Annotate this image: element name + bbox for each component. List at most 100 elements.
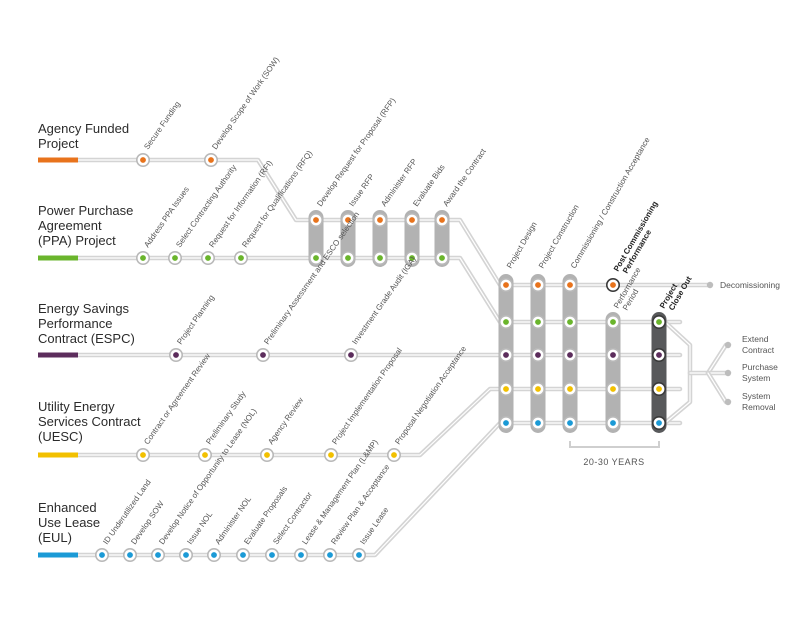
project-title-espc: Performance bbox=[38, 316, 112, 331]
stop-dot-eul-6 bbox=[240, 552, 246, 558]
stop-dot-ppa-3 bbox=[205, 255, 211, 261]
decommissioning-dot bbox=[706, 281, 714, 289]
performance-period-pill bbox=[605, 312, 621, 433]
end-option-label-3-a: System bbox=[742, 391, 770, 401]
end-option-dot-3 bbox=[724, 398, 732, 406]
project-bar-eul bbox=[38, 552, 78, 558]
track-end-a-inner bbox=[707, 344, 727, 374]
implementation-label-1: Project Design bbox=[505, 220, 539, 270]
stop-label-uesc-3: Agency Review bbox=[266, 396, 305, 447]
stop-label-agency-1: Secure Funding bbox=[142, 100, 182, 151]
stop-label-eul-10: Issue Lease bbox=[358, 505, 390, 546]
perf-dot-espc bbox=[610, 352, 616, 358]
stop-dot-eul-2 bbox=[127, 552, 133, 558]
close-out-pill bbox=[651, 312, 667, 433]
procurement-dot-agency-2 bbox=[345, 217, 351, 223]
end-option-dot-2 bbox=[724, 369, 732, 377]
years-bracket bbox=[569, 441, 660, 448]
stop-label-agency-2: Develop Scope of Work (SOW) bbox=[210, 55, 281, 151]
stop-dot-espc-1 bbox=[173, 352, 179, 358]
decommissioning-label: Decomissioning bbox=[720, 280, 780, 290]
stop-dot-eul-4 bbox=[183, 552, 189, 558]
impl-dot-espc-2 bbox=[535, 352, 541, 358]
project-bar-ppa bbox=[38, 255, 78, 261]
stop-dot-uesc-1 bbox=[140, 452, 146, 458]
stop-dot-eul-3 bbox=[155, 552, 161, 558]
impl-dot-agency-3 bbox=[567, 282, 573, 288]
end-option-dot-1 bbox=[724, 341, 732, 349]
end-option-label-3-b: Removal bbox=[742, 402, 776, 412]
impl-dot-uesc-3 bbox=[567, 386, 573, 392]
stop-dot-uesc-5 bbox=[391, 452, 397, 458]
procurement-dot-ppa-3 bbox=[377, 255, 383, 261]
procurement-dot-ppa-2 bbox=[345, 255, 351, 261]
procurement-label-5: Award the Contract bbox=[441, 146, 488, 208]
impl-dot-eul-3 bbox=[567, 420, 573, 426]
project-title-espc: Contract (ESPC) bbox=[38, 331, 135, 346]
track-eul-inner bbox=[77, 422, 681, 556]
project-title-espc: Energy Savings bbox=[38, 301, 130, 316]
end-option-label-1-a: Extend bbox=[742, 334, 769, 344]
project-bar-uesc bbox=[38, 452, 78, 458]
project-title-agency: Agency Funded bbox=[38, 121, 129, 136]
stop-dot-uesc-4 bbox=[328, 452, 334, 458]
impl-dot-espc-3 bbox=[567, 352, 573, 358]
procurement-dot-agency-3 bbox=[377, 217, 383, 223]
perf-dot-ppa bbox=[610, 319, 616, 325]
impl-dot-uesc-2 bbox=[535, 386, 541, 392]
stop-label-uesc-5: Proposal Negotiation Acceptance bbox=[393, 344, 468, 446]
stop-dot-agency-1 bbox=[140, 157, 146, 163]
stop-dot-espc-3 bbox=[348, 352, 354, 358]
stop-dot-eul-8 bbox=[298, 552, 304, 558]
project-bar-agency bbox=[38, 157, 78, 163]
procurement-label-2: Issue RFP bbox=[347, 172, 376, 208]
track-uesc-inner bbox=[77, 388, 681, 456]
project-title-uesc: (UESC) bbox=[38, 429, 83, 444]
close-dot-ppa bbox=[656, 319, 662, 325]
track-end-c-inner bbox=[707, 372, 727, 403]
impl-dot-ppa-1 bbox=[503, 319, 509, 325]
stop-dot-eul-7 bbox=[269, 552, 275, 558]
stop-label-ppa-2: Select Contracting Authority bbox=[174, 163, 238, 249]
impl-dot-ppa-3 bbox=[567, 319, 573, 325]
post-commissioning-dot bbox=[610, 282, 616, 288]
stop-label-espc-1: Project Planning bbox=[175, 293, 216, 346]
stop-dot-eul-10 bbox=[356, 552, 362, 558]
stop-dot-ppa-2 bbox=[172, 255, 178, 261]
project-title-eul: Enhanced bbox=[38, 500, 97, 515]
end-option-label-2-b: System bbox=[742, 373, 770, 383]
project-title-eul: Use Lease bbox=[38, 515, 100, 530]
project-title-ppa: Power Purchase bbox=[38, 203, 133, 218]
close-dot-uesc bbox=[656, 386, 662, 392]
project-title-eul: (EUL) bbox=[38, 530, 72, 545]
stop-dot-eul-1 bbox=[99, 552, 105, 558]
end-option-label-2-a: Purchase bbox=[742, 362, 778, 372]
stop-dot-agency-2 bbox=[208, 157, 214, 163]
impl-dot-eul-1 bbox=[503, 420, 509, 426]
stop-dot-espc-2 bbox=[260, 352, 266, 358]
perf-dot-eul bbox=[610, 420, 616, 426]
procurement-dot-agency-4 bbox=[409, 217, 415, 223]
impl-dot-agency-1 bbox=[503, 282, 509, 288]
track-ppa-inner bbox=[77, 257, 681, 323]
stop-dot-eul-9 bbox=[327, 552, 333, 558]
stop-label-ppa-3: Request for Information (RFI) bbox=[207, 158, 274, 249]
procurement-dot-ppa-4 bbox=[409, 255, 415, 261]
stop-label-eul-4: Issue NOL bbox=[185, 510, 214, 547]
procurement-dot-ppa-1 bbox=[313, 255, 319, 261]
stop-dot-uesc-3 bbox=[264, 452, 270, 458]
close-dot-eul bbox=[656, 420, 662, 426]
stop-label-eul-3: Develop Notice of Opportunity to Lease (… bbox=[157, 407, 258, 546]
project-title-uesc: Services Contract bbox=[38, 414, 141, 429]
impl-dot-agency-2 bbox=[535, 282, 541, 288]
stop-label-eul-1: ID Underutilized Land bbox=[101, 478, 153, 546]
years-label: 20-30 YEARS bbox=[583, 457, 644, 467]
impl-dot-uesc-1 bbox=[503, 386, 509, 392]
procurement-dot-agency-5 bbox=[439, 217, 445, 223]
impl-dot-ppa-2 bbox=[535, 319, 541, 325]
stop-dot-uesc-2 bbox=[202, 452, 208, 458]
end-option-label-1-b: Contract bbox=[742, 345, 775, 355]
perf-dot-uesc bbox=[610, 386, 616, 392]
stop-label-ppa-4: Request for Qualifications (RFQ) bbox=[240, 149, 314, 249]
